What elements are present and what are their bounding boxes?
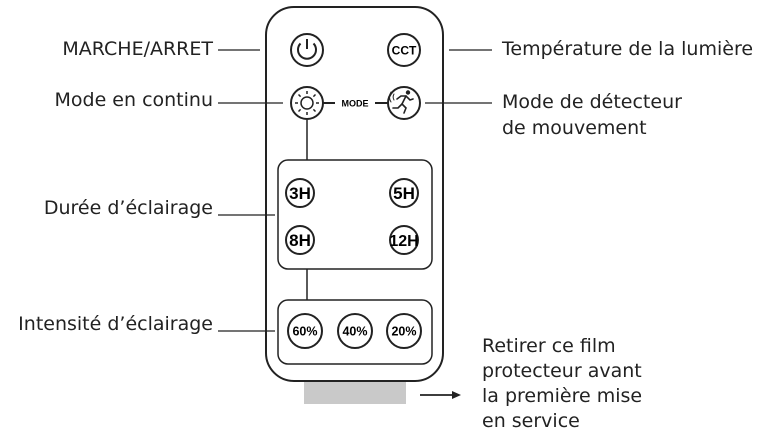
motion-mode-button[interactable] xyxy=(387,86,421,120)
mode-label: MODE xyxy=(342,99,369,109)
protective-film[interactable] xyxy=(304,382,406,404)
duration-12h-button[interactable]: 12H xyxy=(389,225,419,255)
duration-8h-label: 8H xyxy=(289,231,311,250)
duration-12h-label: 12H xyxy=(389,233,418,250)
power-icon xyxy=(297,39,317,60)
intensity-40-button[interactable]: 40% xyxy=(337,313,373,349)
duration-5h-button[interactable]: 5H xyxy=(389,178,419,208)
film-note-line2: protecteur avant xyxy=(482,360,642,382)
duration-3h-label: 3H xyxy=(289,184,311,203)
intensity-group xyxy=(277,299,433,365)
intensity-40-label: 40% xyxy=(342,325,367,339)
cct-button[interactable]: CCT xyxy=(387,33,421,67)
duration-callout-label: Durée d’éclairage xyxy=(43,197,213,219)
intensity-60-label: 60% xyxy=(292,325,317,339)
cct-callout-label: Température de la lumière xyxy=(502,38,754,60)
continuous-callout-label: Mode en continu xyxy=(54,89,213,111)
duration-5h-label: 5H xyxy=(393,184,415,203)
power-callout-label: MARCHE/ARRET xyxy=(62,38,213,60)
continuous-mode-button[interactable] xyxy=(290,86,324,120)
intensity-callout-label: Intensité d’éclairage xyxy=(18,313,213,335)
film-note-line3: la première mise xyxy=(482,385,643,407)
mode-label-bg xyxy=(335,96,375,109)
film-note-line4: en service xyxy=(482,410,580,432)
power-button[interactable] xyxy=(290,33,324,67)
intensity-60-button[interactable]: 60% xyxy=(287,313,323,349)
running-person-icon xyxy=(389,90,414,114)
cct-button-label: CCT xyxy=(392,44,417,58)
film-note-line1: Retirer ce film xyxy=(482,335,616,357)
motion-callout-label-line2: de mouvement xyxy=(502,117,647,139)
intensity-20-label: 20% xyxy=(391,325,416,339)
film-arrow-icon xyxy=(420,391,461,399)
intensity-20-button[interactable]: 20% xyxy=(386,313,422,349)
motion-callout-label-line1: Mode de détecteur xyxy=(502,91,682,113)
sun-icon xyxy=(295,91,319,115)
duration-group xyxy=(277,159,433,270)
duration-3h-button[interactable]: 3H xyxy=(285,178,315,208)
duration-8h-button[interactable]: 8H xyxy=(285,225,315,255)
